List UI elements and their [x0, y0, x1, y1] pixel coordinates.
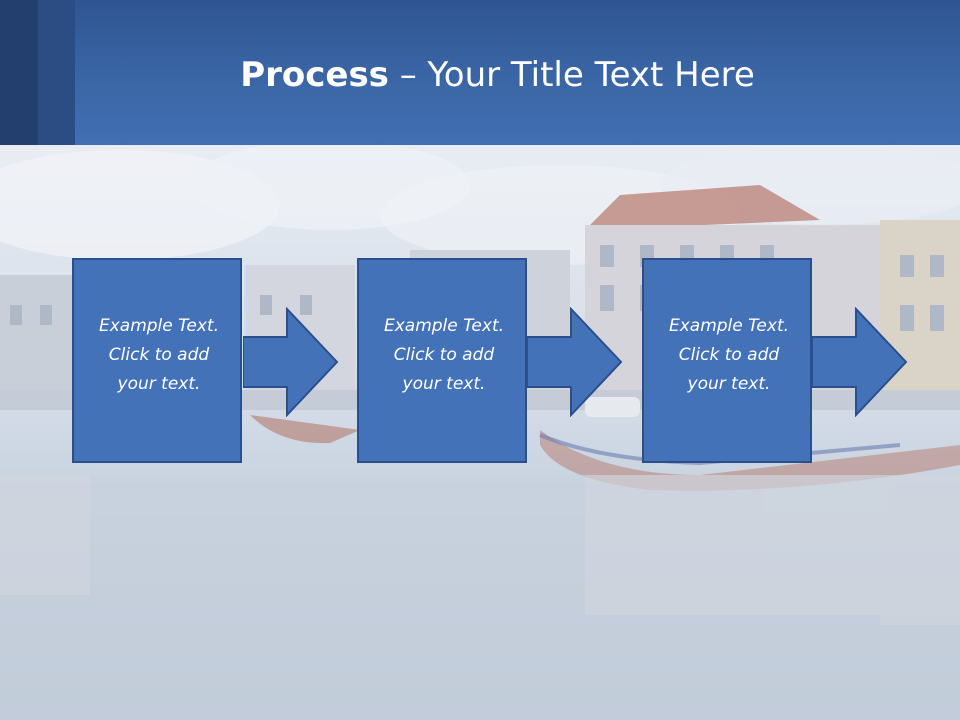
step-2-text: Example Text. Click to add your text.	[359, 312, 529, 399]
step-2-line-1: Example Text.	[383, 316, 505, 336]
step-3-line-2: Click to add	[678, 345, 780, 365]
header-accent-strip	[38, 0, 75, 145]
step-3-line-3: your text.	[687, 374, 771, 394]
title-bold: Process	[240, 55, 389, 95]
step-2-box[interactable]: Example Text. Click to add your text.	[357, 258, 527, 463]
step-3-box[interactable]: Example Text. Click to add your text.	[642, 258, 812, 463]
step-1-text: Example Text. Click to add your text.	[74, 312, 244, 399]
header-accent-strip-dark	[0, 0, 38, 145]
step-3-line-1: Example Text.	[668, 316, 790, 336]
step-1-line-3: your text.	[117, 374, 201, 394]
step-3-arrow	[812, 307, 908, 417]
step-2-line-2: Click to add	[393, 345, 495, 365]
title-bar: Process – Your Title Text Here	[0, 0, 960, 145]
step-1-line-1: Example Text.	[98, 316, 220, 336]
slide-title[interactable]: Process – Your Title Text Here	[75, 50, 920, 100]
step-1-arrow	[243, 307, 339, 417]
step-1-line-2: Click to add	[108, 345, 210, 365]
step-1-box[interactable]: Example Text. Click to add your text.	[72, 258, 242, 463]
title-rest: – Your Title Text Here	[388, 55, 755, 95]
step-2-arrow	[527, 307, 623, 417]
step-3-text: Example Text. Click to add your text.	[644, 312, 814, 399]
step-2-line-3: your text.	[402, 374, 486, 394]
